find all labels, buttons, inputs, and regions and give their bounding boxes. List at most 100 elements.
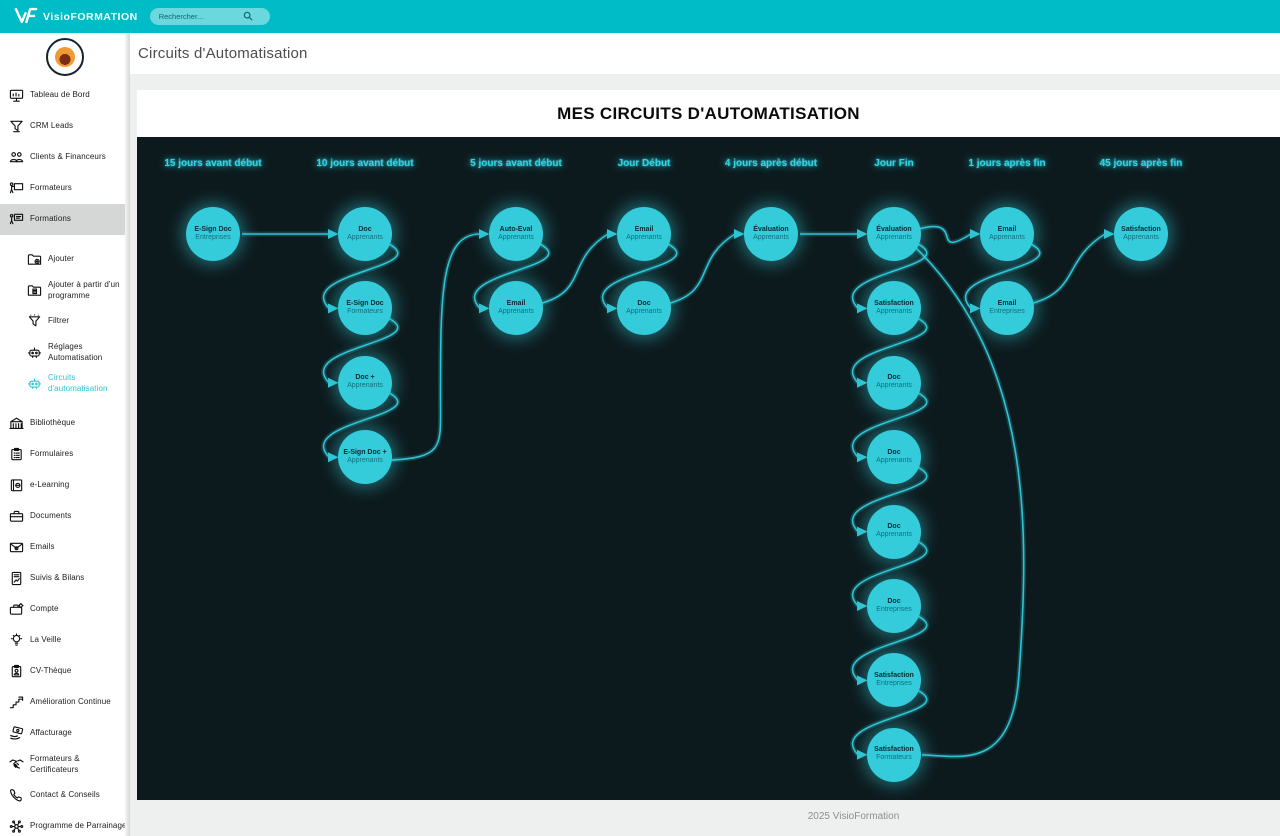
sidebar-scrollbar[interactable]	[125, 33, 130, 836]
sidebar-item-ajouter-programme[interactable]: Ajouter à partir d'un programme	[0, 275, 130, 306]
training-icon	[8, 212, 24, 227]
sidebar-item-label: Clients & Financeurs	[30, 152, 106, 162]
sidebar-item-label: Affacturage	[30, 728, 72, 738]
sidebar-item-formulaires[interactable]: Formulaires	[0, 439, 130, 470]
sidebar-item-label: Circuits d'automatisation	[48, 373, 108, 393]
library-icon	[8, 416, 24, 431]
main-area: Circuits d'Automatisation MES CIRCUITS D…	[130, 33, 1280, 836]
column-label: 4 jours après début	[724, 158, 818, 169]
search-icon[interactable]	[243, 8, 253, 26]
sidebar-item-e-learning[interactable]: e-Learning	[0, 470, 130, 501]
sidebar-item-crm-leads[interactable]: CRM Leads	[0, 111, 130, 142]
envelope-icon	[8, 540, 24, 555]
sidebar-item-contact-conseils[interactable]: Contact & Conseils	[0, 780, 130, 811]
node-subtitle: Apprenants	[626, 308, 662, 316]
sidebar-item-compte[interactable]: Compte	[0, 594, 130, 625]
flow-node[interactable]: Doc +Apprenants	[338, 355, 392, 410]
sidebar-item-label: Emails	[30, 542, 55, 552]
folder-plus-icon	[26, 252, 42, 267]
handshake-icon	[8, 757, 24, 772]
node-title: Doc	[887, 597, 901, 605]
sidebar-item-label: Ajouter	[48, 254, 75, 264]
node-subtitle: Formateurs	[347, 308, 383, 316]
node-subtitle: Apprenants	[498, 233, 534, 241]
sidebar-item-formateurs-certificateurs[interactable]: Formateurs & Certificateurs	[0, 749, 130, 780]
node-title: E-Sign Doc	[346, 299, 384, 307]
page-title: Circuits d'Automatisation	[138, 45, 308, 62]
id-card-icon	[8, 664, 24, 679]
sidebar-item-programme-parrainage[interactable]: Programme de Parrainage	[0, 811, 130, 836]
sidebar-item-affacturage[interactable]: Affacturage	[0, 718, 130, 749]
node-title: Satisfaction	[1121, 225, 1161, 233]
node-subtitle: Entreprises	[876, 605, 912, 613]
node-subtitle: Apprenants	[1123, 233, 1159, 241]
node-title: Doc	[358, 225, 372, 233]
organization-logo	[46, 38, 84, 76]
sidebar-item-bibliotheque[interactable]: Bibliothèque	[0, 408, 130, 439]
robot-icon	[26, 345, 42, 360]
sidebar-item-cv-theque[interactable]: CV-Thèque	[0, 656, 130, 687]
column-label: 45 jours après fin	[1099, 158, 1183, 169]
sidebar-item-amelioration-continue[interactable]: Amélioration Continue	[0, 687, 130, 718]
node-subtitle: Apprenants	[876, 531, 912, 539]
node-title: Email	[997, 225, 1017, 233]
sidebar-item-formateurs[interactable]: Formateurs	[0, 173, 130, 204]
node-subtitle: Apprenants	[876, 233, 912, 241]
column-label: 1 jours après fin	[968, 158, 1046, 169]
sidebar-item-formations[interactable]: Formations	[0, 204, 130, 235]
sidebar-item-label: Amélioration Continue	[30, 697, 111, 707]
node-subtitle: Apprenants	[753, 233, 789, 241]
flowchart-edges	[242, 224, 1115, 760]
sidebar-item-label: Formations	[30, 214, 72, 224]
sidebar-item-emails[interactable]: Emails	[0, 532, 130, 563]
sidebar-item-ajouter[interactable]: Ajouter	[0, 244, 130, 275]
sidebar-item-label: Bibliothèque	[30, 418, 76, 428]
sidebar-item-label: Formulaires	[30, 449, 74, 459]
sidebar-item-circuits-automatisation[interactable]: Circuits d'automatisation	[0, 368, 130, 399]
node-title: Email	[997, 299, 1017, 307]
briefcase-icon	[8, 509, 24, 524]
flow-node[interactable]: E-Sign Doc +Apprenants	[338, 430, 392, 485]
sidebar-item-clients-financeurs[interactable]: Clients & Financeurs	[0, 142, 130, 173]
sidebar-item-suivis-bilans[interactable]: Suivis & Bilans	[0, 563, 130, 594]
search-input[interactable]	[156, 11, 239, 22]
sidebar-item-reglages-automatisation[interactable]: Réglages Automatisation	[0, 337, 130, 368]
node-title: Doc	[637, 299, 651, 307]
search-bar[interactable]	[149, 8, 270, 26]
sidebar-item-documents[interactable]: Documents	[0, 501, 130, 532]
brand-logo[interactable]: VisioFORMATION	[14, 7, 138, 27]
node-title: Doc	[887, 448, 901, 456]
node-subtitle: Entreprises	[989, 308, 1025, 316]
sidebar-item-label: Suivis & Bilans	[30, 573, 85, 583]
sidebar-item-filtrer[interactable]: Filtrer	[0, 306, 130, 337]
sidebar-item-la-veille[interactable]: La Veille	[0, 625, 130, 656]
node-title: E-Sign Doc +	[343, 448, 387, 456]
robot-icon	[26, 376, 42, 391]
node-title: Doc	[887, 523, 901, 531]
phone-icon	[8, 788, 24, 803]
clipboard-icon	[8, 447, 24, 462]
sidebar-item-tableau-de-bord[interactable]: Tableau de Bord	[0, 80, 130, 111]
column-label: 15 jours avant début	[164, 158, 262, 169]
